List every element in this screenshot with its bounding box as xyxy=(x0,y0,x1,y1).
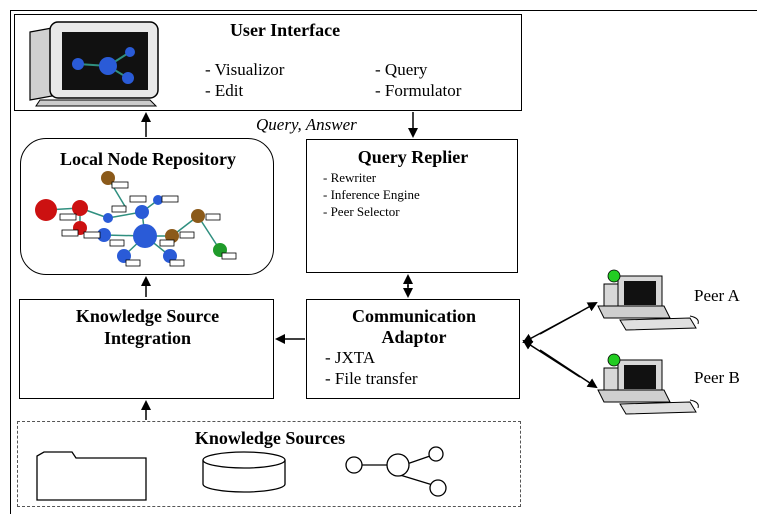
query-replier-box: Query Replier - Rewriter - Inference Eng… xyxy=(306,139,518,273)
graph-node xyxy=(117,249,131,263)
arrow-peer-b-ca xyxy=(522,339,581,378)
communication-adaptor-box: Communication Adaptor - JXTA - File tran… xyxy=(306,299,520,399)
graph-node xyxy=(135,205,149,219)
ui-item-edit: - Edit xyxy=(205,81,244,100)
database-icon xyxy=(202,451,286,493)
graph-node xyxy=(103,213,113,223)
arrow-peer-a-ca xyxy=(522,311,581,343)
ca-item-file-transfer: - File transfer xyxy=(325,369,418,388)
graph-node xyxy=(165,229,179,243)
user-interface-title: User Interface xyxy=(229,20,341,40)
knowledge-graph xyxy=(35,171,237,267)
graph-node xyxy=(97,228,111,242)
graph-node xyxy=(191,209,205,223)
local-node-repository-box: Local Node Repository xyxy=(20,138,274,275)
graph-node xyxy=(35,199,57,221)
peer-b-label: Peer B xyxy=(694,368,740,387)
graph-node xyxy=(101,171,115,185)
ui-item-visualizor: - Visualizor xyxy=(205,60,285,79)
local-node-repository-title: Local Node Repository xyxy=(60,149,236,169)
graph-node xyxy=(163,249,177,263)
computer-icon xyxy=(597,269,699,331)
ui-item-formulator: - Formulator xyxy=(375,81,462,100)
ui-item-query: - Query xyxy=(375,60,428,79)
ksi-title-line1: Knowledge Source xyxy=(75,306,220,326)
qr-item-peer-selector: - Peer Selector xyxy=(323,204,400,219)
qr-item-inference-engine: - Inference Engine xyxy=(323,187,420,202)
graph-node xyxy=(133,224,157,248)
knowledge-sources-title: Knowledge Sources xyxy=(194,428,346,448)
query-replier-title: Query Replier xyxy=(357,147,469,167)
qr-item-rewriter: - Rewriter xyxy=(323,170,377,185)
ca-item-jxta: - JXTA xyxy=(325,348,376,367)
peer-a-label: Peer A xyxy=(694,286,740,305)
top-frame-line xyxy=(10,10,757,11)
ca-title-line1: Communication xyxy=(351,306,476,326)
ksi-title-line2: Integration xyxy=(104,328,191,348)
graph-icon xyxy=(345,446,447,497)
knowledge-source-integration-box: Knowledge Source Integration xyxy=(19,299,274,399)
ca-title-line2: Adaptor xyxy=(381,327,447,347)
computer-icon xyxy=(597,353,699,415)
query-answer-label: Query, Answer xyxy=(256,115,357,134)
graph-node xyxy=(153,195,163,205)
monitor-graph-icon xyxy=(29,21,159,107)
folder-icon xyxy=(36,451,147,501)
graph-node xyxy=(72,200,88,216)
left-frame-line xyxy=(10,10,11,514)
